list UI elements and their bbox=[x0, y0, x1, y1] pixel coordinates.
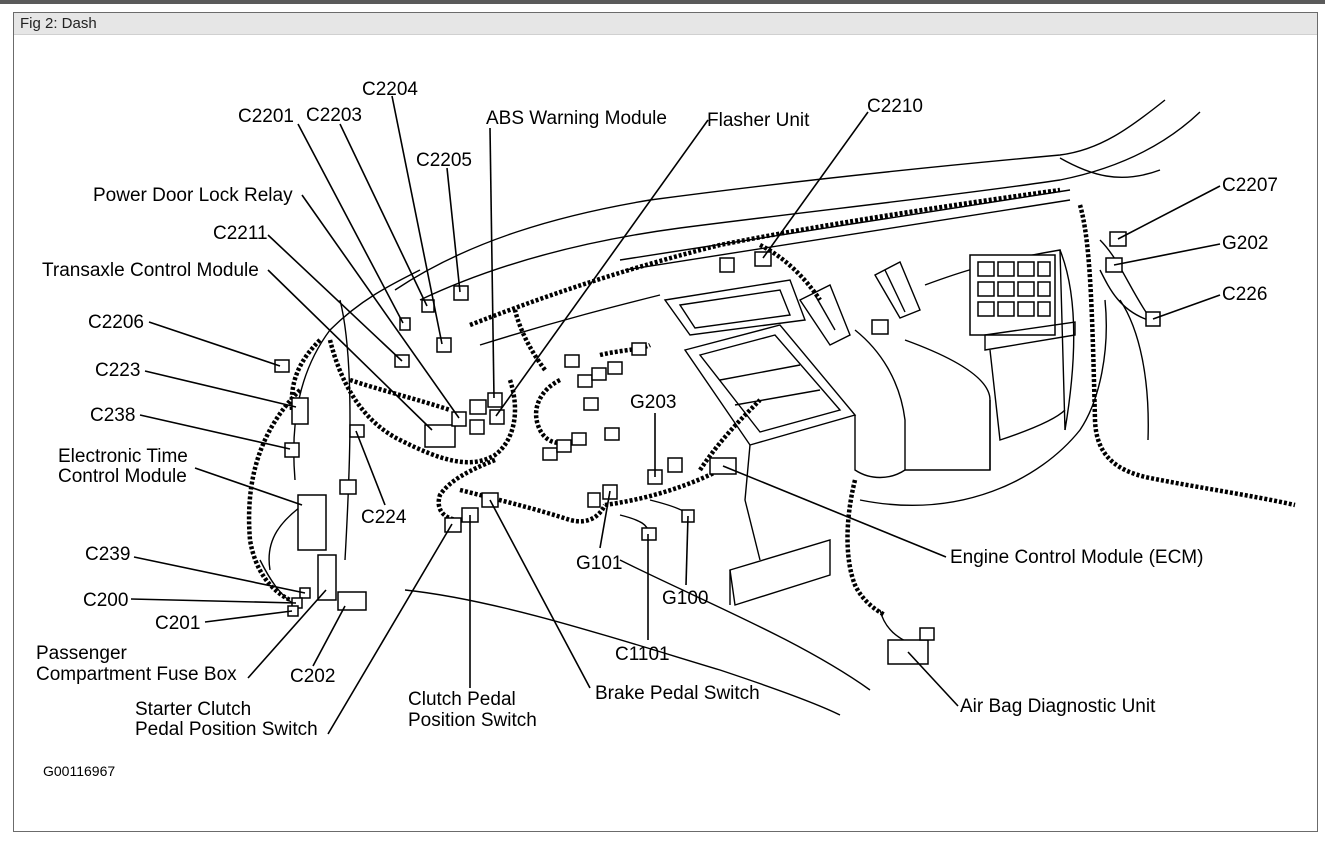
label-starter-clutch-2: Pedal Position Switch bbox=[135, 719, 318, 740]
transaxle-control-module bbox=[424, 424, 456, 448]
label-clutch-pedal-2: Position Switch bbox=[408, 710, 537, 731]
connector-h bbox=[583, 397, 599, 411]
connector-m bbox=[719, 257, 735, 273]
label-c2201: C2201 bbox=[238, 106, 294, 127]
label-g202: G202 bbox=[1222, 233, 1268, 254]
label-flasher-unit: Flasher Unit bbox=[707, 110, 810, 131]
climate-control-grid bbox=[977, 261, 1051, 317]
connector-i bbox=[542, 447, 558, 461]
label-g203: G203 bbox=[630, 392, 676, 413]
connector-c223 bbox=[291, 397, 309, 425]
connector-l bbox=[604, 427, 620, 441]
connector-airbag bbox=[919, 627, 935, 641]
label-abs-warning-module: ABS Warning Module bbox=[486, 108, 667, 129]
label-c1101: C1101 bbox=[615, 644, 670, 665]
label-c224: C224 bbox=[361, 507, 407, 528]
label-c2203: C2203 bbox=[306, 105, 362, 126]
label-c201: C201 bbox=[155, 613, 200, 634]
connector-e bbox=[591, 367, 607, 381]
label-c2205: C2205 bbox=[416, 150, 472, 171]
connectors bbox=[274, 231, 1161, 665]
flasher-unit bbox=[489, 409, 505, 425]
power-door-lock-relay bbox=[451, 411, 467, 427]
connector-c238 bbox=[284, 442, 300, 458]
label-c2207: C2207 bbox=[1222, 175, 1278, 196]
connector-c2203 bbox=[421, 299, 435, 313]
label-c226: C226 bbox=[1222, 284, 1267, 305]
label-starter-clutch-1: Starter Clutch bbox=[135, 699, 251, 720]
connector-j bbox=[556, 439, 572, 453]
figure-frame: Fig 2: Dash bbox=[13, 12, 1318, 832]
label-electronic-time-1: Electronic Time bbox=[58, 446, 188, 467]
label-air-bag-diagnostic-unit: Air Bag Diagnostic Unit bbox=[960, 696, 1156, 717]
label-clutch-pedal-1: Clutch Pedal bbox=[408, 689, 516, 710]
label-c2206: C2206 bbox=[88, 312, 144, 333]
label-power-door-lock-relay: Power Door Lock Relay bbox=[93, 185, 293, 206]
connector-n bbox=[871, 319, 889, 335]
connector-c2204 bbox=[436, 337, 452, 353]
label-c223: C223 bbox=[95, 360, 140, 381]
label-transaxle-control-module: Transaxle Control Module bbox=[42, 260, 259, 281]
dashboard-outline bbox=[293, 99, 1201, 716]
label-c239: C239 bbox=[85, 544, 130, 565]
connector-c2210 bbox=[754, 251, 772, 267]
connector-c2201 bbox=[399, 317, 411, 331]
label-g100: G100 bbox=[662, 588, 708, 609]
passenger-fuse-box bbox=[317, 554, 337, 601]
label-electronic-time-2: Control Module bbox=[58, 466, 187, 487]
connector-c1101 bbox=[641, 527, 657, 541]
abs-warning-module bbox=[487, 392, 503, 408]
diagram-labels: C2201 C2203 C2204 C2205 ABS Warning Modu… bbox=[36, 79, 1278, 779]
figure-caption: Fig 2: Dash bbox=[14, 13, 1317, 35]
label-c2211: C2211 bbox=[213, 223, 268, 244]
starter-clutch-switch bbox=[444, 517, 462, 533]
label-c202: C202 bbox=[290, 666, 335, 687]
wiring-harness bbox=[246, 204, 1296, 646]
connector-b bbox=[469, 419, 485, 435]
label-c200: C200 bbox=[83, 590, 128, 611]
label-engine-control-module: Engine Control Module (ECM) bbox=[950, 547, 1203, 568]
leader-lines bbox=[130, 95, 1221, 735]
connector-g bbox=[631, 342, 647, 356]
label-passenger-fuse-box-2: Compartment Fuse Box bbox=[36, 664, 237, 685]
connector-c2206 bbox=[274, 359, 290, 373]
connector-c202 bbox=[337, 591, 367, 611]
label-c238: C238 bbox=[90, 405, 135, 426]
connector-f bbox=[607, 361, 623, 375]
connector-c224 bbox=[349, 424, 365, 438]
connector-a bbox=[469, 399, 487, 415]
label-g101: G101 bbox=[576, 553, 622, 574]
figure-code: G00116967 bbox=[43, 763, 115, 779]
connector-c2205 bbox=[453, 285, 469, 301]
connector-d bbox=[577, 374, 593, 388]
label-c2204: C2204 bbox=[362, 79, 418, 100]
connector-g101-a bbox=[587, 492, 601, 508]
label-c2210: C2210 bbox=[867, 96, 923, 117]
label-brake-pedal-switch: Brake Pedal Switch bbox=[595, 683, 760, 704]
connector-k bbox=[571, 432, 587, 446]
electronic-time-control-module bbox=[297, 494, 327, 551]
window-top-bar bbox=[0, 0, 1325, 4]
connector-c bbox=[564, 354, 580, 368]
label-passenger-fuse-box-1: Passenger bbox=[36, 643, 128, 664]
connector-g203-b bbox=[667, 457, 683, 473]
connector-extra bbox=[339, 479, 357, 495]
